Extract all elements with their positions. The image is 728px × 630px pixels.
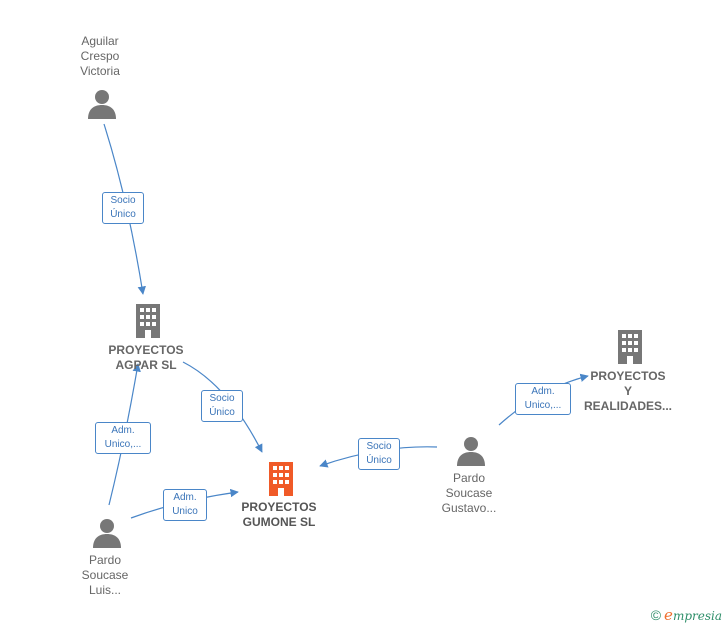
label-line: PROYECTOS — [241, 500, 317, 514]
person-icon — [93, 519, 121, 548]
label-line: Gustavo... — [441, 501, 497, 515]
edge-label-line: Adm. — [531, 386, 555, 397]
node-realidades[interactable] — [615, 329, 645, 365]
person-icon — [88, 90, 116, 119]
label-line: Soucase — [81, 568, 129, 582]
edge-label-line: Socio — [366, 441, 392, 452]
edge-label-line: Unico,... — [524, 400, 562, 411]
node-aguilar-label[interactable]: Aguilar Crespo Victoria — [50, 34, 150, 79]
label-line: Pardo — [452, 471, 486, 485]
node-gustavo-label[interactable]: Pardo Soucase Gustavo... — [419, 471, 519, 516]
edge-label-line: Único — [366, 455, 392, 466]
node-luis-label[interactable]: Pardo Soucase Luis... — [55, 553, 155, 598]
copyright-icon: © — [650, 607, 662, 623]
edge-label-line: Socio — [110, 195, 136, 206]
edge-label-line: Socio — [209, 393, 235, 404]
brand-name: mpresia — [672, 609, 722, 623]
edge-label-line: Adm. — [111, 425, 135, 436]
node-luis[interactable] — [91, 517, 123, 549]
label-line: REALIDADES... — [583, 399, 672, 413]
node-gumone-label[interactable]: PROYECTOS GUMONE SL — [219, 500, 339, 530]
brand-initial: e — [664, 606, 673, 624]
edge-label-luis-agpar[interactable]: Adm. Unico,... — [95, 422, 151, 454]
edge-label-gustavo-gumone[interactable]: Socio Único — [358, 438, 400, 470]
node-realidades-label[interactable]: PROYECTOS Y REALIDADES... — [578, 369, 678, 414]
label-line: Luis... — [88, 583, 121, 597]
edge-label-line: Único — [209, 407, 235, 418]
label-line: PROYECTOS — [108, 343, 184, 357]
node-aguilar[interactable] — [86, 88, 118, 120]
building-icon — [136, 304, 160, 338]
edge-label-line: Unico — [172, 506, 198, 517]
edge-label-luis-gumone[interactable]: Adm. Unico — [163, 489, 207, 521]
edge-label-line: Único — [110, 209, 136, 220]
label-line: Pardo — [88, 553, 122, 567]
label-line: Y — [623, 384, 632, 398]
label-line: Aguilar — [81, 34, 119, 48]
label-line: Crespo — [80, 49, 120, 63]
edge-label-line: Unico,... — [104, 439, 142, 450]
building-icon — [618, 330, 642, 364]
brand-logo: ©empresia — [651, 606, 722, 624]
label-line: Soucase — [445, 486, 493, 500]
node-gustavo[interactable] — [455, 435, 487, 467]
label-line: Victoria — [80, 64, 120, 78]
node-agpar[interactable] — [133, 303, 163, 339]
label-line: GUMONE SL — [242, 515, 316, 529]
building-icon — [269, 462, 293, 496]
node-agpar-label[interactable]: PROYECTOS AGPAR SL — [86, 343, 206, 373]
label-line: PROYECTOS — [590, 369, 666, 383]
person-icon — [457, 437, 485, 466]
edge-label-aguilar-agpar[interactable]: Socio Único — [102, 192, 144, 224]
label-line: AGPAR SL — [115, 358, 177, 372]
edge-label-gustavo-realidades[interactable]: Adm. Unico,... — [515, 383, 571, 415]
edge-label-agpar-gumone[interactable]: Socio Único — [201, 390, 243, 422]
edge-label-line: Adm. — [173, 492, 197, 503]
node-gumone[interactable] — [266, 461, 296, 497]
